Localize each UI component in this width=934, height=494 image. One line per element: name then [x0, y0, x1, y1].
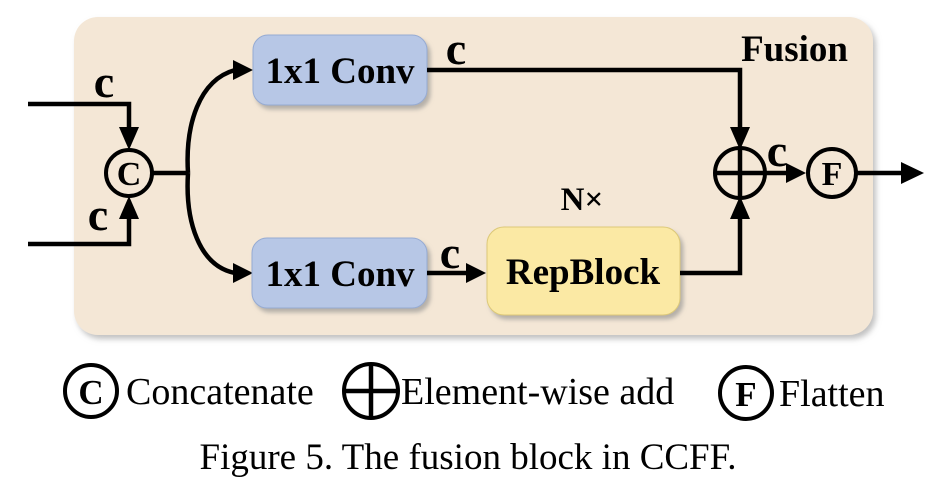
channel-bottom-label: c [440, 227, 460, 278]
element-wise-add-cross [715, 148, 765, 198]
input-1-label: c [94, 56, 114, 107]
legend-concatenate-letter: C [78, 373, 103, 412]
figure-caption: Figure 5. The fusion block in CCFF. [200, 437, 737, 478]
conv-bottom-label: 1x1 Conv [265, 254, 415, 295]
fusion-region-label: Fusion [741, 29, 848, 70]
flatten-node-letter: F [822, 156, 843, 193]
split-bottom-arrowhead [233, 263, 253, 283]
input-1-edge [28, 101, 132, 128]
conv-top-label: 1x1 Conv [265, 51, 415, 92]
add-to-flatten-arrowhead [786, 163, 806, 183]
split-top-arrowhead [233, 60, 253, 80]
top-to-add-edge [427, 67, 743, 128]
input-2-arrowhead [119, 196, 139, 219]
input-2-label: c [88, 189, 108, 240]
channel-top-label: c [446, 23, 466, 74]
legend-element-wise-add-label: Element-wise add [401, 371, 674, 413]
top-to-add-arrowhead [730, 127, 750, 150]
legend-flatten-letter: F [735, 375, 756, 414]
input-2-edge [28, 218, 132, 247]
split-top-edge [185, 67, 236, 174]
legend-element-wise-add-cross [344, 364, 398, 418]
concatenate-node-letter: C [117, 156, 142, 193]
legend-concatenate-icon [63, 363, 119, 419]
legend-flatten-icon [718, 365, 774, 421]
repeat-count-label: N× [561, 182, 604, 218]
conv-to-repblock-arrowhead [466, 263, 486, 283]
legend-concatenate-label: Concatenate [126, 371, 314, 413]
legend-flatten-label: Flatten [779, 373, 885, 415]
repblock-to-add-arrowhead [730, 196, 750, 219]
repblock-to-add-edge [680, 218, 743, 276]
output-arrowhead [901, 162, 924, 184]
channel-after-add-label: c [767, 125, 787, 176]
split-bottom-edge [185, 172, 236, 276]
repblock-label: RepBlock [506, 252, 661, 293]
input-1-arrowhead [119, 127, 139, 150]
